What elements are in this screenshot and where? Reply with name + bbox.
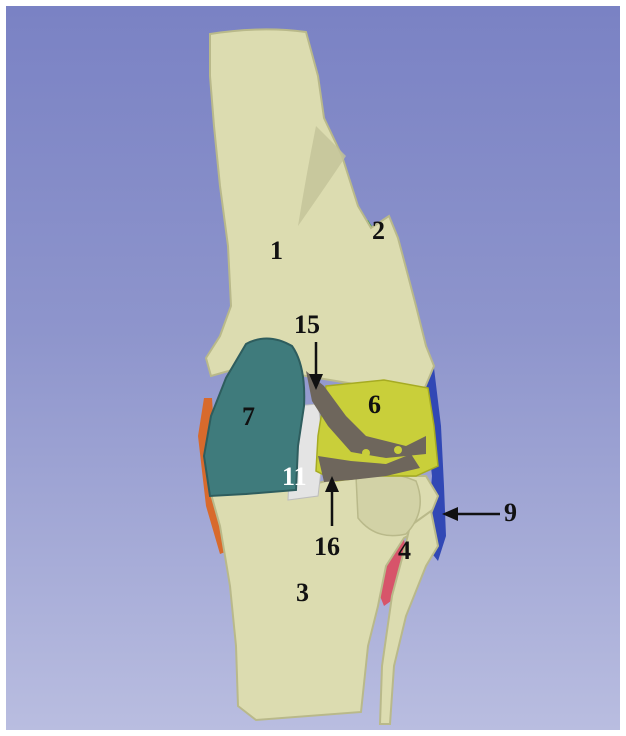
arrow-9 (442, 507, 500, 521)
condyle (356, 473, 420, 536)
label-9: 9 (504, 500, 517, 526)
femur (206, 29, 434, 404)
anatomy-viewport: 1 2 15 6 7 11 9 16 4 3 (6, 6, 620, 730)
knee-3d-model (6, 6, 620, 730)
label-3: 3 (296, 580, 309, 606)
label-16: 16 (314, 534, 340, 560)
yellow-speck (394, 446, 402, 454)
label-6: 6 (368, 392, 381, 418)
label-11: 11 (282, 464, 307, 490)
label-2: 2 (372, 218, 385, 244)
label-7: 7 (242, 404, 255, 430)
label-15: 15 (294, 312, 320, 338)
yellow-speck (362, 449, 370, 457)
label-1: 1 (270, 238, 283, 264)
yellow-speck (331, 441, 341, 451)
label-4: 4 (398, 538, 411, 564)
